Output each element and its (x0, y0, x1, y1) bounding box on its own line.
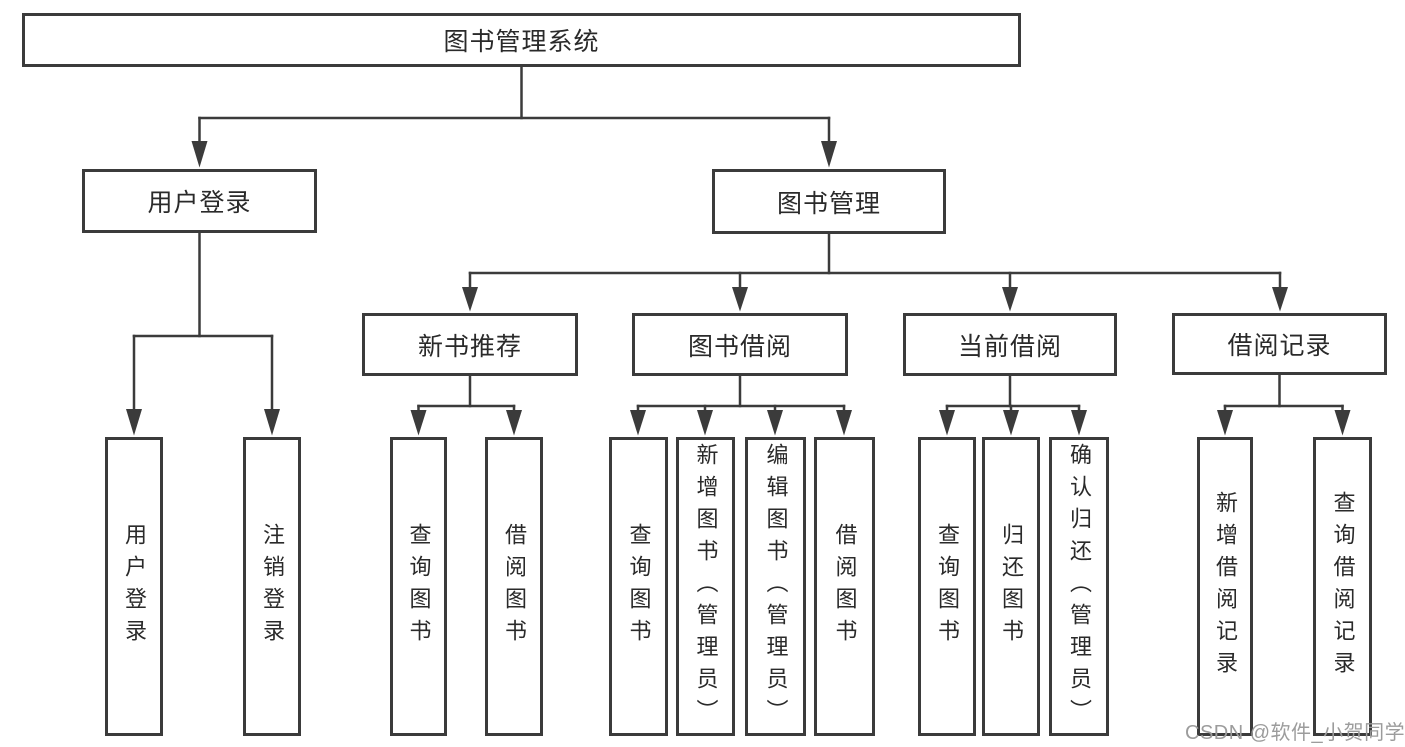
leaf-borrow-books-borrowing: 借阅图书 (814, 437, 875, 736)
csdn-watermark: CSDN @软件_小贺同学 (1185, 722, 1405, 744)
leaf-query-books-current: 查询图书 (918, 437, 976, 736)
leaf-add-book-admin: 新增图书（管理员） (676, 437, 735, 736)
node-borrowing-records: 借阅记录 (1172, 313, 1387, 375)
leaf-query-books-recommendation: 查询图书 (390, 437, 447, 736)
node-current-borrowing: 当前借阅 (903, 313, 1117, 376)
leaf-borrow-books-recommendation: 借阅图书 (485, 437, 543, 736)
leaf-logout: 注销登录 (243, 437, 301, 736)
leaf-query-books-borrowing: 查询图书 (609, 437, 668, 736)
node-book-management: 图书管理 (712, 169, 946, 234)
leaf-query-borrow-record: 查询借阅记录 (1313, 437, 1372, 736)
node-new-book-recommendation: 新书推荐 (362, 313, 578, 376)
leaf-edit-book-admin: 编辑图书（管理员） (745, 437, 806, 736)
leaf-return-books: 归还图书 (982, 437, 1040, 736)
node-user-login: 用户登录 (82, 169, 317, 233)
leaf-confirm-return-admin: 确认归还（管理员） (1049, 437, 1109, 736)
node-book-borrowing: 图书借阅 (632, 313, 848, 376)
node-library-management-system: 图书管理系统 (22, 13, 1021, 67)
leaf-add-borrow-record: 新增借阅记录 (1197, 437, 1253, 736)
leaf-user-login: 用户登录 (105, 437, 163, 736)
